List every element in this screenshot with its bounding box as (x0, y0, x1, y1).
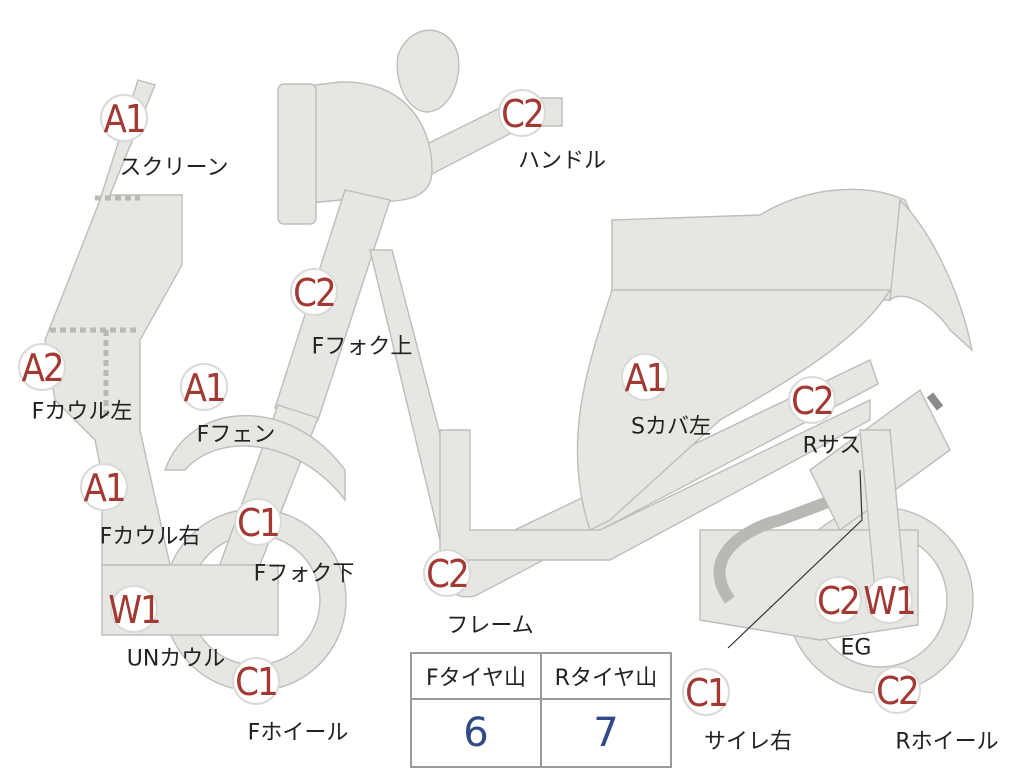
damage-badge: C1 (234, 498, 282, 546)
badge-circle (234, 498, 282, 546)
damage-badge: C2 (814, 576, 862, 624)
badge-circle (498, 89, 546, 137)
damage-code: C2 (426, 552, 468, 596)
damage-code: A1 (183, 366, 224, 410)
damage-code: C1 (685, 671, 727, 715)
damage-code: C2 (501, 92, 543, 136)
part-label: Fカウル左 (32, 400, 133, 425)
part-label: フレーム (446, 614, 533, 639)
badge-circle (290, 268, 338, 316)
badge-circle (682, 668, 730, 716)
part-label: EG (841, 636, 872, 661)
tire-tread-table: Fタイヤ山 Rタイヤ山 6 7 (410, 652, 672, 768)
damage-code: C2 (817, 579, 859, 623)
damage-code: W1 (863, 579, 915, 623)
damage-badge: A1 (180, 363, 228, 411)
damage-badge: A1 (80, 463, 128, 511)
badge-circle (232, 657, 280, 705)
part-label: Fカウル右 (100, 525, 201, 550)
badge-circle (814, 576, 862, 624)
damage-badge: A1 (621, 353, 669, 401)
damage-code: A1 (624, 356, 665, 400)
front-tread-value: 6 (410, 698, 542, 768)
seat (611, 188, 933, 301)
badge-circle (180, 363, 228, 411)
part-label: Fフェン (197, 423, 276, 448)
damage-code: C1 (237, 501, 279, 545)
tread-value-row: 6 7 (410, 698, 672, 768)
part-label: Sカバ左 (631, 415, 711, 440)
damage-code: A2 (21, 346, 62, 390)
damage-code: C1 (235, 660, 277, 704)
badge-circle (873, 666, 921, 714)
badge-circle (18, 343, 66, 391)
front-tread-header: Fタイヤ山 (410, 652, 542, 700)
part-label: Fフォク上 (312, 335, 413, 360)
damage-code: C2 (293, 271, 335, 315)
badge-circle (788, 376, 836, 424)
damage-code: W1 (108, 588, 160, 632)
badge-circle (423, 549, 471, 597)
part-label: サイレ右 (704, 730, 792, 755)
damage-badge: C2 (788, 376, 836, 424)
damage-badge: C2 (498, 89, 546, 137)
mirror (396, 29, 460, 113)
damage-code: A1 (83, 466, 124, 510)
damage-code: A1 (103, 97, 144, 141)
damage-badge: C2 (423, 549, 471, 597)
damage-badge: W1 (108, 585, 162, 633)
damage-code: C2 (876, 669, 918, 713)
part-label: Fフォク下 (254, 562, 355, 587)
badge-circle (80, 463, 128, 511)
part-label: Rホイール (895, 730, 998, 755)
badge-circle (110, 585, 158, 633)
part-label: Rサス (803, 434, 862, 459)
badge-circle (621, 353, 669, 401)
damage-code: C2 (791, 379, 833, 423)
damage-badge: W1 (863, 576, 917, 624)
part-label: スクリーン (120, 156, 229, 181)
badge-circle (865, 576, 913, 624)
damage-badge: C1 (232, 657, 280, 705)
damage-badge: A2 (18, 343, 66, 391)
badge-circle (100, 94, 148, 142)
front-fender (164, 415, 346, 503)
rear-tread-header: Rタイヤ山 (540, 652, 672, 700)
side-cover (576, 289, 892, 531)
part-label: Fホイール (248, 721, 349, 746)
part-label: UNカウル (127, 647, 226, 672)
part-label: ハンドル (518, 149, 606, 174)
damage-badge: A1 (100, 94, 148, 142)
rear-tread-value: 7 (540, 698, 672, 768)
damage-badge: C2 (873, 666, 921, 714)
damage-badge: C1 (682, 668, 730, 716)
part-callouts: A1スクリーンC2ハンドルC2Fフォク上A2Fカウル左A1FフェンA1Sカバ左C… (18, 89, 999, 755)
damage-badge: C2 (290, 268, 338, 316)
tread-header-row: Fタイヤ山 Rタイヤ山 (410, 652, 672, 700)
